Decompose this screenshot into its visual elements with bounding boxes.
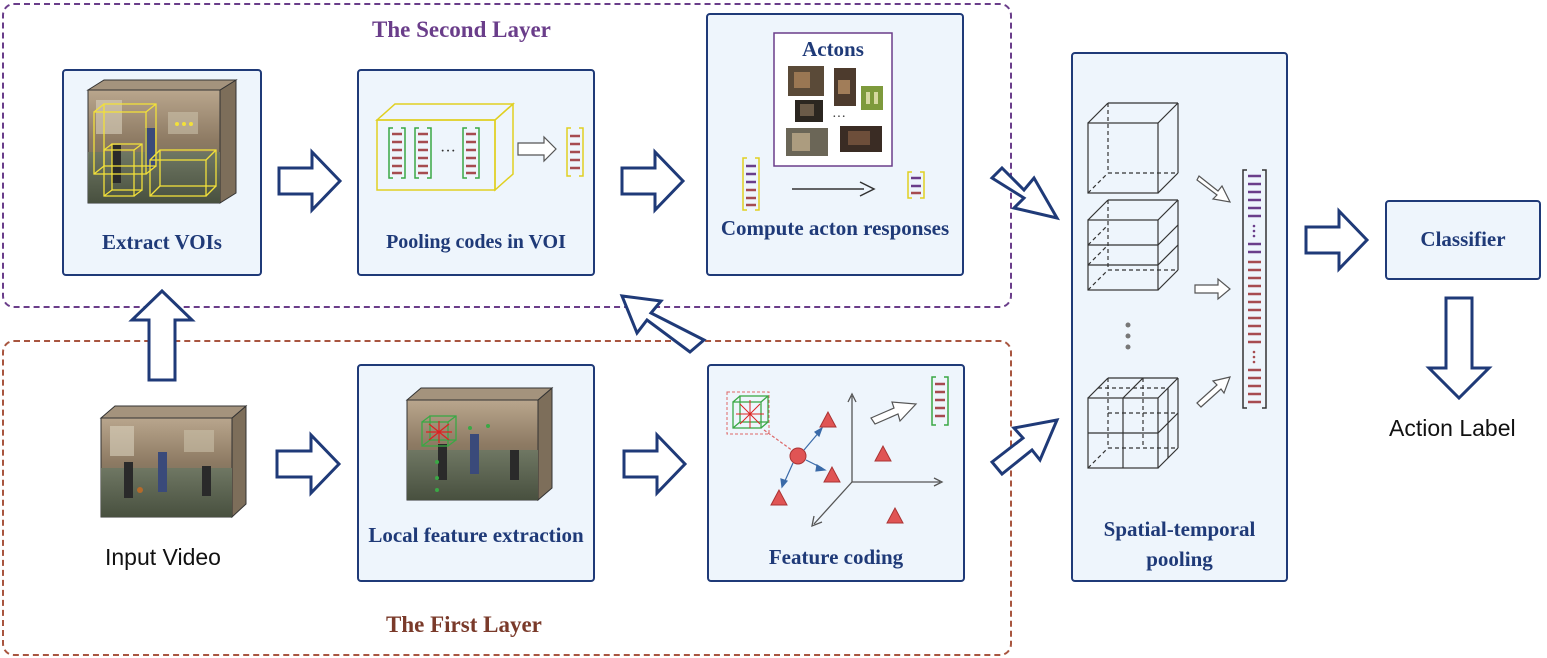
pooled-feature-vector [1242, 169, 1267, 409]
arrow-input-to-local [275, 431, 342, 497]
arrow-extract-to-pooling [277, 148, 343, 214]
actons-box [773, 32, 893, 167]
classifier-label: Classifier [1420, 227, 1506, 251]
compute-acton-label: Compute acton responses [720, 216, 950, 240]
extract-vois-label: Extract VOIs [102, 230, 222, 254]
second-layer-title: The Second Layer [372, 17, 551, 42]
actons-title: Actons [802, 37, 864, 61]
arrow-second-to-st [989, 165, 1061, 221]
feature-coding-graphic [726, 376, 949, 528]
local-feature-label: Local feature extraction [368, 523, 584, 547]
input-video-label: Input Video [105, 544, 221, 570]
arrow-classifier-to-label [1425, 296, 1493, 401]
arrow-first-to-st [989, 418, 1060, 477]
pyramid-small-arrows [1194, 175, 1232, 408]
action-label: Action Label [1389, 415, 1516, 441]
pooling-code-vectors [388, 127, 584, 179]
spatial-temporal-label: Spatial-temporal pooling [1103, 517, 1256, 571]
first-layer-title: The First Layer [386, 612, 542, 637]
pyramid-cubes [1087, 102, 1179, 469]
arrow-pooling-to-compute [620, 148, 686, 214]
pooling-voi-cube [375, 102, 515, 192]
pyramid-dots [1125, 322, 1131, 350]
classifier-panel [1385, 200, 1541, 280]
arrow-local-to-coding [622, 431, 688, 497]
actons-ellipsis: ··· [832, 110, 846, 125]
second-layer-box [2, 3, 1012, 308]
acton-response-vectors [742, 157, 925, 211]
flow-arrows [128, 148, 1493, 497]
input-video-cube [99, 404, 248, 519]
local-feature-cube [405, 386, 554, 502]
feature-coding-label: Feature coding [768, 545, 904, 569]
arrow-pooling-to-classifier [1304, 207, 1370, 273]
pooling-ellipsis: ··· [440, 143, 456, 160]
first-layer-box [2, 340, 1012, 656]
arrow-input-to-extract [128, 288, 196, 382]
pooling-codes-label: Pooling codes in VOI [386, 231, 566, 253]
arrow-coding-to-pooling [619, 294, 707, 354]
extract-video-cube [86, 79, 238, 204]
